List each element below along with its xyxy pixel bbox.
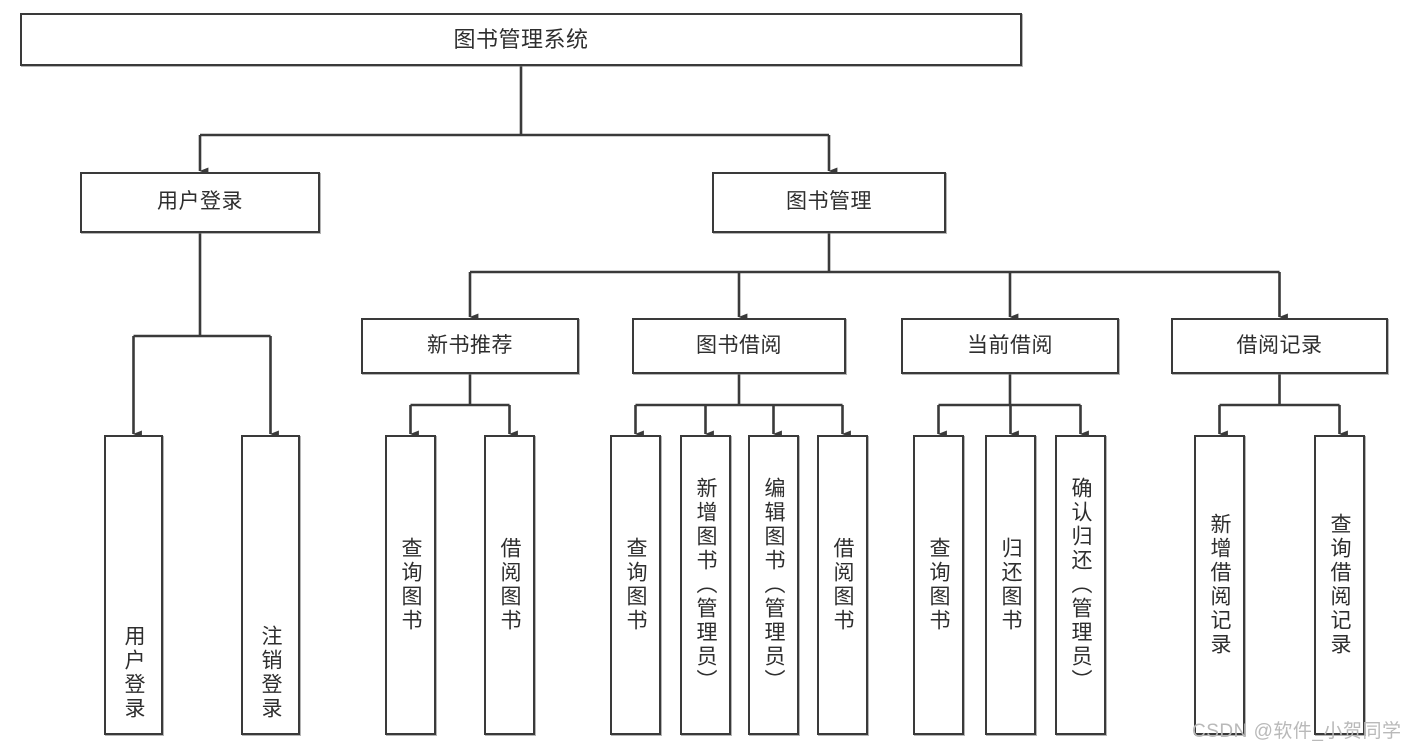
node-leaf-borrow-book-1[interactable]: 借阅图书 (484, 435, 535, 735)
node-label-borrow-record: 借阅记录 (1236, 333, 1323, 357)
node-label-book-manage: 图书管理 (786, 190, 872, 214)
node-label-leaf-query-book-2: 查询图书 (624, 537, 647, 633)
node-leaf-edit-book[interactable]: 编辑图书（管理员） (748, 435, 799, 735)
node-leaf-logout[interactable]: 注销登录 (241, 435, 300, 735)
node-label-leaf-logout: 注销登录 (259, 625, 282, 721)
node-leaf-add-record[interactable]: 新增借阅记录 (1194, 435, 1245, 735)
node-label-current-borrow: 当前借阅 (967, 333, 1053, 357)
node-label-leaf-add-record: 新增借阅记录 (1208, 513, 1231, 657)
node-leaf-query-book-3[interactable]: 查询图书 (913, 435, 964, 735)
csdn-watermark: CSDN @软件_小贺同学 (1192, 721, 1402, 742)
node-label-leaf-edit-book: 编辑图书（管理员） (762, 477, 785, 693)
node-label-leaf-borrow-book-2: 借阅图书 (831, 537, 854, 633)
node-label-leaf-query-book-3: 查询图书 (927, 537, 950, 633)
node-label-book-borrow: 图书借阅 (696, 333, 782, 357)
node-label-leaf-confirm-return: 确认归还（管理员） (1069, 477, 1092, 693)
node-label-leaf-add-book: 新增图书（管理员） (694, 477, 717, 693)
node-label-user-login: 用户登录 (157, 190, 243, 214)
node-label-leaf-query-book-1: 查询图书 (399, 537, 422, 633)
node-leaf-query-record[interactable]: 查询借阅记录 (1314, 435, 1365, 735)
node-label-leaf-borrow-book-1: 借阅图书 (498, 537, 521, 633)
node-leaf-query-book-2[interactable]: 查询图书 (610, 435, 661, 735)
node-label-new-book-recommend: 新书推荐 (427, 333, 513, 357)
node-leaf-query-book-1[interactable]: 查询图书 (385, 435, 436, 735)
node-user-login[interactable]: 用户登录 (80, 172, 320, 233)
node-label-leaf-query-record: 查询借阅记录 (1328, 513, 1351, 657)
node-borrow-record[interactable]: 借阅记录 (1171, 318, 1388, 374)
node-book-manage[interactable]: 图书管理 (712, 172, 946, 233)
node-current-borrow[interactable]: 当前借阅 (901, 318, 1119, 374)
node-leaf-add-book[interactable]: 新增图书（管理员） (680, 435, 731, 735)
node-leaf-return-book[interactable]: 归还图书 (985, 435, 1036, 735)
node-label-leaf-user-login: 用户登录 (122, 625, 145, 721)
node-root[interactable]: 图书管理系统 (20, 13, 1022, 66)
node-leaf-user-login[interactable]: 用户登录 (104, 435, 163, 735)
node-book-borrow[interactable]: 图书借阅 (632, 318, 846, 374)
node-label-root: 图书管理系统 (453, 26, 589, 52)
node-leaf-confirm-return[interactable]: 确认归还（管理员） (1055, 435, 1106, 735)
node-label-leaf-return-book: 归还图书 (999, 537, 1022, 633)
node-leaf-borrow-book-2[interactable]: 借阅图书 (817, 435, 868, 735)
node-new-book-recommend[interactable]: 新书推荐 (361, 318, 579, 374)
